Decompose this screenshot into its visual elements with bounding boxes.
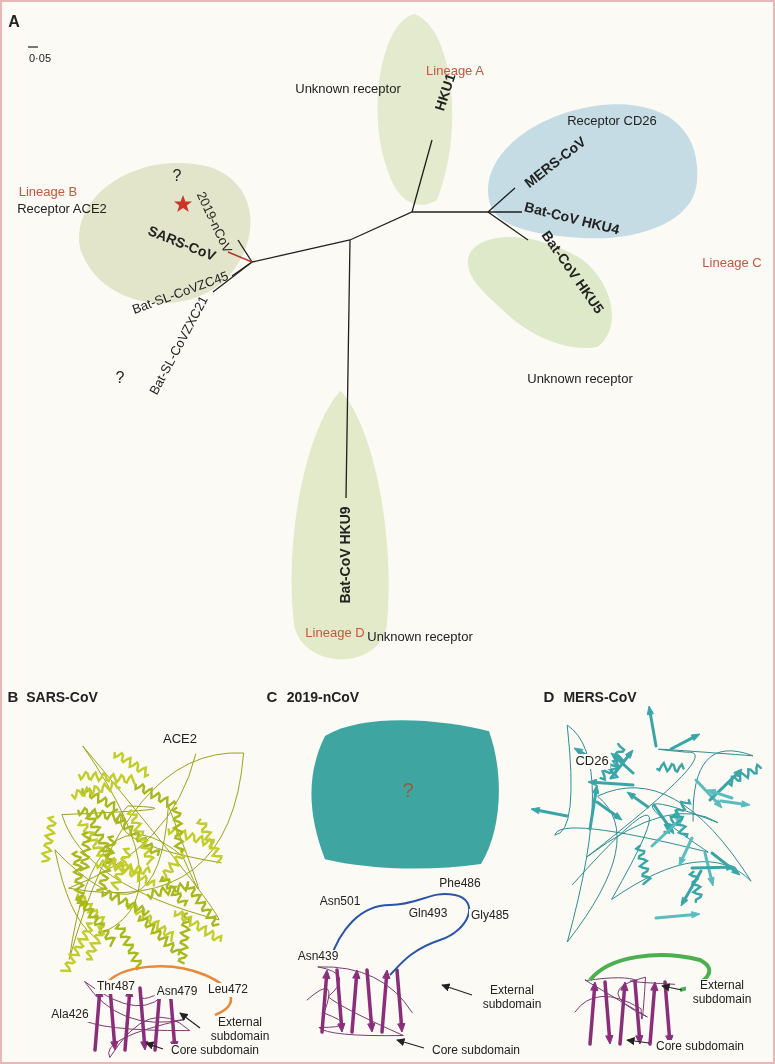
figure-label-holder: Unknown receptor bbox=[295, 79, 401, 97]
figure-label: Asn479 bbox=[155, 985, 200, 999]
figure-label-holder: Core subdomain bbox=[654, 1036, 746, 1054]
region-outline bbox=[462, 228, 622, 353]
figure-label-holder: External subdomain bbox=[476, 984, 548, 1012]
figure-label-holder: Phe486 bbox=[437, 873, 482, 891]
panel-letter: B bbox=[8, 688, 19, 705]
figure-label: Lineage A bbox=[426, 64, 484, 79]
figure-label-holder: Gly485 bbox=[469, 905, 511, 923]
figure-label: Lineage C bbox=[702, 256, 761, 271]
figure-label: MERS-CoV bbox=[563, 689, 636, 705]
figure-label-holder: Leu472 bbox=[206, 979, 250, 997]
figure-label: Gly485 bbox=[469, 909, 511, 923]
figure-label: Asn501 bbox=[318, 895, 363, 909]
figure-label-holder: 0·05 bbox=[29, 48, 51, 66]
figure-label: External subdomain bbox=[476, 984, 548, 1012]
figure-label: Ala426 bbox=[49, 1008, 90, 1022]
clade-region: Bat-CoV HKU5 bbox=[462, 228, 622, 353]
figure-label: Unknown receptor bbox=[295, 82, 401, 97]
figure-label-holder: ? bbox=[173, 167, 182, 185]
figure-label-holder: Gln493 bbox=[407, 903, 450, 921]
figure-label: SARS-CoV bbox=[26, 689, 98, 705]
figure-label-holder: SARS-CoV bbox=[26, 688, 98, 706]
figure-label-holder: Lineage A bbox=[426, 61, 484, 79]
taxon-name: ? bbox=[402, 779, 413, 802]
figure-label: Unknown receptor bbox=[527, 372, 633, 387]
figure-label: External subdomain bbox=[204, 1016, 276, 1044]
figure-label-holder: ACE2 bbox=[161, 729, 199, 747]
figure-label-holder: Core subdomain bbox=[169, 1040, 261, 1058]
figure-label-holder: Core subdomain bbox=[430, 1040, 522, 1058]
figure-label-holder: Receptor CD26 bbox=[567, 111, 657, 129]
figure-label: External subdomain bbox=[686, 979, 758, 1007]
panel-letter-holder: B bbox=[8, 688, 19, 706]
figure-label: 0·05 bbox=[29, 52, 51, 65]
panel-letter-holder: D bbox=[544, 688, 555, 706]
panel-letter-holder: A bbox=[8, 13, 20, 31]
figure-label: Core subdomain bbox=[169, 1044, 261, 1058]
figure-label-holder: Receptor ACE2 bbox=[17, 199, 107, 217]
figure-label: ? bbox=[173, 167, 182, 185]
figure-label: Core subdomain bbox=[654, 1040, 746, 1054]
figure-label: Unknown receptor bbox=[367, 630, 473, 645]
taxon-name-holder: ? bbox=[402, 779, 413, 802]
figure-label-holder: CD26 bbox=[573, 751, 610, 769]
figure-label: ? bbox=[116, 369, 125, 387]
panel-letter: A bbox=[8, 13, 20, 31]
figure-label-holder: Asn479 bbox=[155, 981, 200, 999]
receptor-blob: ? bbox=[305, 712, 505, 872]
figure-label-holder: 2019-nCoV bbox=[287, 688, 359, 706]
figure-label: Receptor CD26 bbox=[567, 114, 657, 129]
figure-label: Core subdomain bbox=[430, 1044, 522, 1058]
figure-label: CD26 bbox=[573, 754, 610, 769]
figure-label: ACE2 bbox=[161, 732, 199, 747]
figure-label-holder: Ala426 bbox=[49, 1004, 90, 1022]
figure-label-holder: Asn501 bbox=[318, 891, 363, 909]
figure-label-holder: Lineage B bbox=[19, 182, 78, 200]
figure-label: 2019-nCoV bbox=[287, 689, 359, 705]
figure-label-holder: MERS-CoV bbox=[563, 688, 636, 706]
figure-label: Lineage B bbox=[19, 185, 78, 200]
figure-label-holder: Lineage C bbox=[702, 253, 761, 271]
tree-branches bbox=[213, 140, 528, 498]
figure-label-holder: Thr487 bbox=[95, 976, 137, 994]
taxon-name-holder: Bat-CoV HKU9 bbox=[336, 506, 354, 603]
scale-bar bbox=[28, 46, 38, 47]
figure-label-holder: Lineage D bbox=[305, 623, 364, 641]
figure-label-holder: External subdomain bbox=[204, 1016, 276, 1044]
taxon-name: Bat-CoV HKU9 bbox=[337, 506, 353, 603]
figure-label: Receptor ACE2 bbox=[17, 202, 107, 217]
figure-label: Lineage D bbox=[305, 626, 364, 641]
figure-label: Gln493 bbox=[407, 907, 450, 921]
panel-letter: C bbox=[267, 688, 278, 705]
figure-label: Asn439 bbox=[296, 950, 341, 964]
figure-label-holder: Unknown receptor bbox=[527, 369, 633, 387]
figure-label-holder: External subdomain bbox=[686, 979, 758, 1007]
region-outline bbox=[360, 10, 470, 210]
panel-letter-holder: C bbox=[267, 688, 278, 706]
clade-region: HKU1 bbox=[360, 10, 470, 210]
panel-letter: D bbox=[544, 688, 555, 705]
figure-label-holder: Asn439 bbox=[296, 946, 341, 964]
figure-label-holder: ? bbox=[116, 369, 125, 387]
figure-label: Leu472 bbox=[206, 983, 250, 997]
figure-label: Phe486 bbox=[437, 877, 482, 891]
protein-ribbons bbox=[42, 706, 761, 1058]
figure-label: Thr487 bbox=[95, 980, 137, 994]
figure-label-holder: Unknown receptor bbox=[367, 627, 473, 645]
